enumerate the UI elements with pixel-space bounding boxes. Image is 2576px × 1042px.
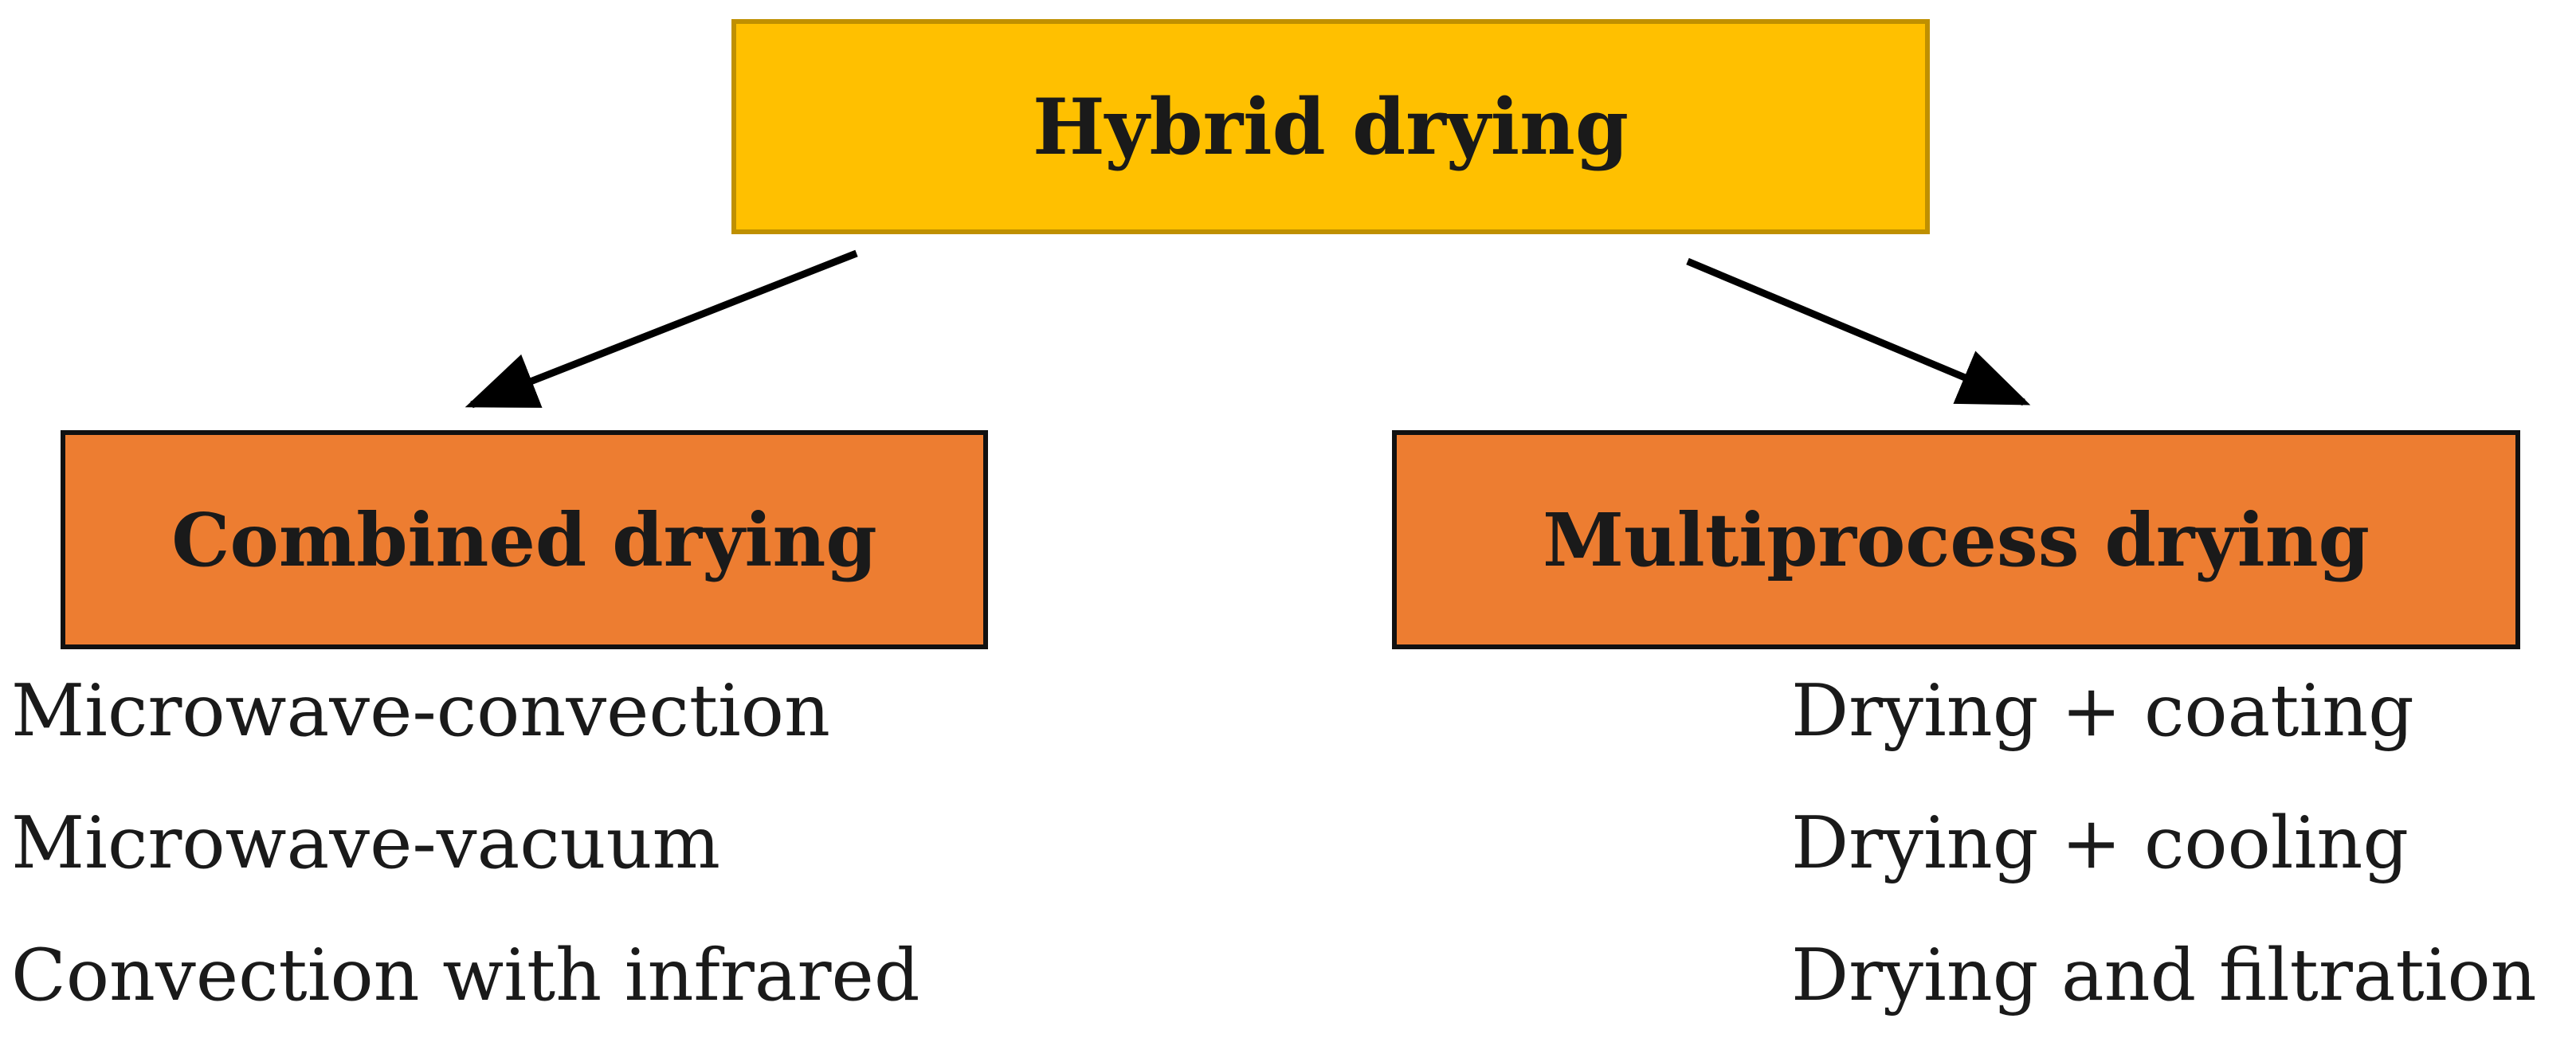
combined-drying-examples: Microwave-convection Microwave-vacuum Co… [11, 645, 919, 1042]
multiprocess-drying-examples: Drying + coating Drying + cooling Drying… [1791, 645, 2537, 1042]
list-item: Drying + cooling [1791, 801, 2409, 885]
list-item: Convection with infrared [11, 934, 920, 1017]
list-item: Microwave-vacuum [11, 801, 720, 885]
list-item: Drying + coating [1791, 669, 2414, 753]
list-item: Microwave-convection [11, 669, 830, 753]
root-node-label: Hybrid drying [1032, 81, 1629, 172]
arrow-root-to-combined [465, 249, 858, 409]
combined-drying-label: Combined drying [171, 496, 877, 583]
arrow-root-to-multiprocess [1686, 257, 2031, 406]
node-combined-drying: Combined drying [61, 430, 988, 649]
root-node-hybrid-drying: Hybrid drying [731, 19, 1930, 234]
node-multiprocess-drying: Multiprocess drying [1392, 430, 2520, 649]
multiprocess-drying-label: Multiprocess drying [1543, 496, 2370, 583]
list-item: Drying and filtration [1791, 934, 2537, 1017]
